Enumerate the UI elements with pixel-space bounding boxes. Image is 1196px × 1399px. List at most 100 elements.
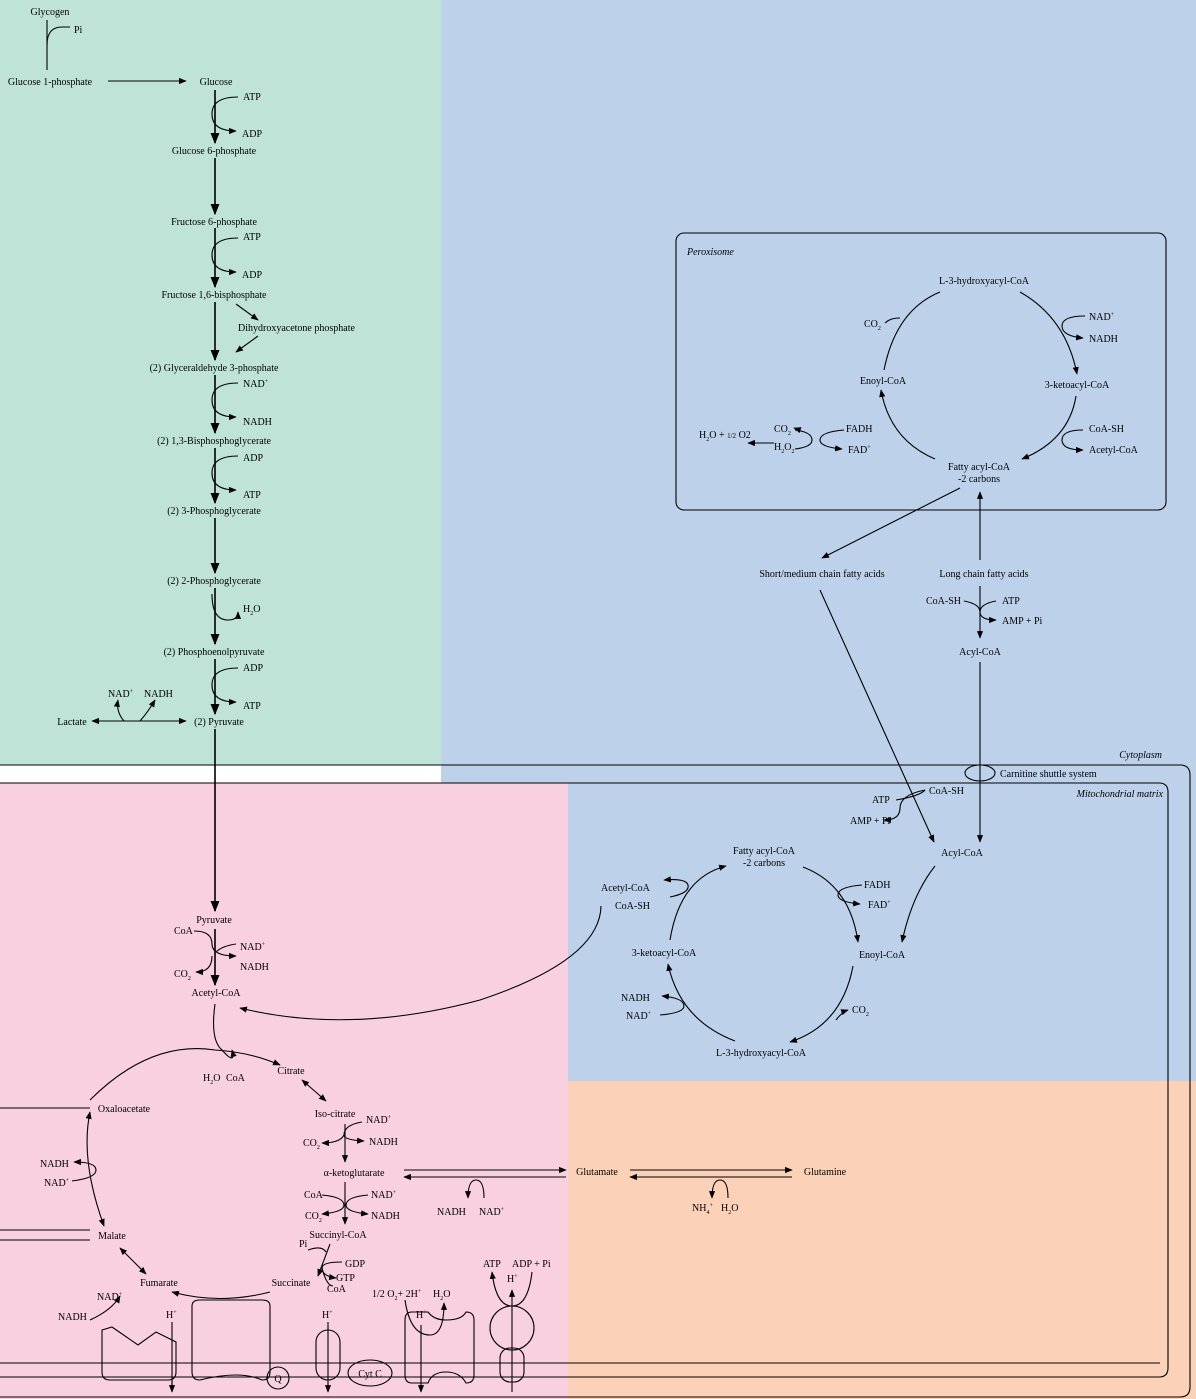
pdh-nadh: NADH bbox=[240, 962, 269, 973]
scs-gdp: GDP bbox=[345, 1259, 365, 1270]
perox-l3-hydroxyacyl-coa: L-3-hydroxyacyl-CoA bbox=[939, 276, 1030, 287]
scs-pi: Pi bbox=[299, 1239, 308, 1250]
etc-adp-pi: ADP + Pi bbox=[512, 1259, 551, 1270]
tca-h2o: H2O bbox=[203, 1073, 220, 1086]
etc-hplus-1: H+ bbox=[166, 1310, 177, 1321]
etc-h2o: H2O bbox=[433, 1289, 450, 1302]
tca-coa-citrate: CoA bbox=[226, 1073, 246, 1084]
peroxisome-label: Peroxisome bbox=[686, 247, 734, 258]
etc-hplus-4: H+ bbox=[507, 1274, 518, 1285]
peroxisome-box bbox=[675, 232, 1167, 511]
glyceraldehyde-3-phosphate: (2) Glyceraldehyde 3-phosphate bbox=[150, 363, 279, 374]
akgdh-co2: CO2 bbox=[305, 1211, 322, 1224]
perox-nadh: NADH bbox=[1089, 334, 1118, 345]
mito-fad: FAD+ bbox=[868, 900, 891, 911]
perox-fadh: FADH bbox=[846, 424, 872, 435]
etc-hplus-2: H+ bbox=[322, 1310, 333, 1321]
phosphoenolpyruvate: (2) Phosphoenolpyruvate bbox=[164, 647, 265, 658]
cytoplasm-label: Cytoplasm bbox=[1119, 750, 1162, 761]
nad-gapdh: NAD+ bbox=[243, 379, 269, 390]
malate: Malate bbox=[98, 1231, 126, 1242]
alpha-ketoglutarate: α-ketoglutarate bbox=[324, 1168, 385, 1179]
perox-acetyl-coa: Acetyl-CoA bbox=[1089, 445, 1139, 456]
adp-pk: ADP bbox=[243, 663, 263, 674]
fumarate: Fumarate bbox=[140, 1278, 178, 1289]
complex-ii bbox=[191, 1299, 271, 1381]
citrate: Citrate bbox=[277, 1066, 305, 1077]
idh-nadh: NADH bbox=[369, 1137, 398, 1148]
complex-i bbox=[101, 1326, 177, 1381]
ubiquinone bbox=[266, 1366, 290, 1390]
mito-co2: CO2 bbox=[852, 1005, 869, 1018]
akgdh-nad: NAD+ bbox=[371, 1190, 397, 1201]
atp-hexokinase: ATP bbox=[243, 92, 261, 103]
fructose-6-phosphate: Fructose 6-phosphate bbox=[171, 217, 257, 228]
perox-h2o-half-o2: H2O + 1/2 O2 bbox=[699, 430, 751, 443]
glucose-6-phosphate: Glucose 6-phosphate bbox=[172, 146, 257, 157]
gs-h2o: H2O bbox=[721, 1203, 738, 1216]
perox-h2o2: H2O2 bbox=[774, 442, 794, 455]
etc-cyt-c: Cyt C bbox=[358, 1369, 382, 1380]
lactate: Lactate bbox=[57, 717, 87, 728]
idh-co2: CO2 bbox=[303, 1138, 320, 1151]
perox-co2: CO2 bbox=[864, 319, 881, 332]
iso-citrate: Iso-citrate bbox=[315, 1109, 356, 1120]
short-medium-chain-fatty-acids: Short/medium chain fatty acids bbox=[759, 569, 884, 580]
etc-nadh: NADH bbox=[58, 1312, 87, 1323]
pyruvate-cytoplasm: (2) Pyruvate bbox=[194, 717, 244, 728]
fructose-16-bisphosphate: Fructose 1,6-bisphosphate bbox=[162, 290, 268, 301]
akgdh-coa: CoA bbox=[304, 1190, 324, 1201]
mito-nadh: NADH bbox=[621, 993, 650, 1004]
cyto-coa-sh: CoA-SH bbox=[926, 596, 961, 607]
outer-mito-membrane bbox=[0, 764, 1191, 1398]
long-chain-fatty-acids: Long chain fatty acids bbox=[939, 569, 1028, 580]
perox-fad: FAD+ bbox=[848, 445, 871, 456]
adp-pgk: ADP bbox=[243, 453, 263, 464]
2-phosphoglycerate: (2) 2-Phosphoglycerate bbox=[167, 576, 261, 587]
cyto-amp-pi: AMP + Pi bbox=[1002, 616, 1043, 627]
mito-3-ketoacyl-coa: 3-ketoacyl-CoA bbox=[632, 948, 697, 959]
mito-amp-pi: AMP + Pi bbox=[850, 816, 891, 827]
mito-l3-hydroxyacyl-coa: L-3-hydroxyacyl-CoA bbox=[716, 1048, 807, 1059]
atp-pk: ATP bbox=[243, 701, 261, 712]
glucose: Glucose bbox=[200, 77, 233, 88]
oxaloacetate: Oxaloacetate bbox=[98, 1104, 151, 1115]
pdh-co2: CO2 bbox=[174, 969, 191, 982]
etc-q: Q bbox=[274, 1374, 282, 1385]
cytoplasm-region bbox=[441, 0, 1196, 783]
gdh-nadh: NADH bbox=[437, 1207, 466, 1218]
etc-atp: ATP bbox=[483, 1259, 501, 1270]
etc-nad: NAD+ bbox=[97, 1292, 123, 1303]
adp-pfk: ADP bbox=[242, 270, 262, 281]
etc-half-o2: 1/2 O2+ 2H+ bbox=[372, 1289, 422, 1302]
mito-enoyl-coa: Enoyl-CoA bbox=[859, 950, 906, 961]
idh-nad: NAD+ bbox=[366, 1115, 392, 1126]
carnitine-shuttle-label: Carnitine shuttle system bbox=[1000, 769, 1097, 780]
atp-pgk: ATP bbox=[243, 490, 261, 501]
mito-nad: NAD+ bbox=[626, 1011, 652, 1022]
cyto-acyl-coa: Acyl-CoA bbox=[959, 647, 1001, 658]
dihydroxyacetone-phosphate: Dihydroxyacetone phosphate bbox=[238, 323, 355, 334]
glutamate: Glutamate bbox=[576, 1167, 618, 1178]
h2o-enolase: H2O bbox=[243, 604, 260, 617]
mito-acetyl-coa: Acetyl-CoA bbox=[601, 883, 651, 894]
mito-atp: ATP bbox=[872, 795, 890, 806]
13-bisphosphoglycerate: (2) 1,3-Bisphosphoglycerate bbox=[157, 436, 271, 447]
inner-mito-membrane bbox=[0, 782, 1169, 1378]
gdh-nad: NAD+ bbox=[479, 1207, 505, 1218]
perox-minus-2-carbons: -2 carbons bbox=[958, 474, 1000, 485]
glycogen: Glycogen bbox=[31, 7, 70, 18]
akgdh-nadh: NADH bbox=[371, 1211, 400, 1222]
cyto-atp: ATP bbox=[1002, 596, 1020, 607]
mito-acetyl-coa-tca: Acetyl-CoA bbox=[192, 988, 242, 999]
perox-nad: NAD+ bbox=[1089, 312, 1115, 323]
mito-amino-region bbox=[568, 1081, 1196, 1399]
cytoplasm-glycolysis-region bbox=[0, 0, 441, 765]
nadh-ldh: NADH bbox=[144, 689, 173, 700]
mito-coa-sh-top: CoA-SH bbox=[929, 786, 964, 797]
mito-fadh: FADH bbox=[864, 880, 890, 891]
mito-minus-2-carbons: -2 carbons bbox=[743, 858, 785, 869]
succinate: Succinate bbox=[272, 1278, 311, 1289]
mito-coa-sh: CoA-SH bbox=[615, 901, 650, 912]
